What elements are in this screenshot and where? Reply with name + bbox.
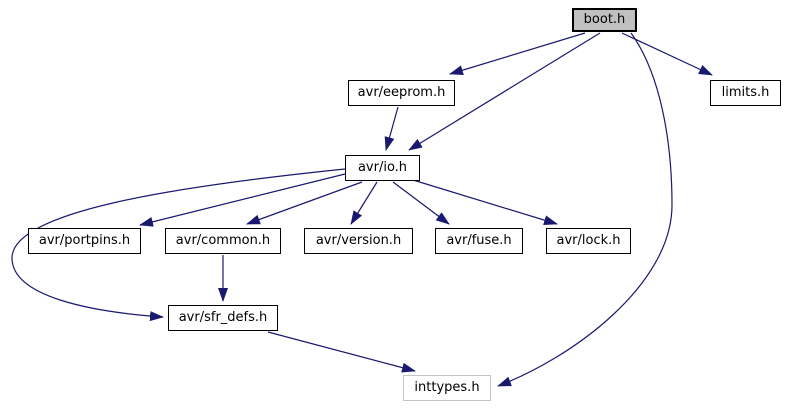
node-avr-lock-h[interactable]: avr/lock.h (546, 228, 631, 254)
edge-avr-io-h-to-avr-lock-h (412, 179, 558, 225)
node-limits-h[interactable]: limits.h (710, 80, 781, 106)
node-avr-io-h[interactable]: avr/io.h (345, 155, 420, 181)
edge-avr-io-h-to-avr-portpins-h (139, 173, 346, 227)
edge-avr-io-h-to-avr-common-h (246, 181, 363, 225)
edge-boot-h-to-avr-io-h (408, 32, 601, 151)
edge-avr-eeprom-h-to-avr-io-h (384, 106, 399, 151)
node-avr-portpins-h[interactable]: avr/portpins.h (28, 228, 141, 254)
node-avr-version-h[interactable]: avr/version.h (304, 228, 413, 254)
node-inttypes-h: inttypes.h (403, 375, 491, 401)
node-avr-common-h[interactable]: avr/common.h (165, 228, 281, 254)
node-avr-eeprom-h[interactable]: avr/eeprom.h (348, 80, 455, 106)
edge-avr-sfr-defs-h-to-inttypes-h (267, 331, 416, 373)
node-avr-sfr-defs-h[interactable]: avr/sfr_defs.h (168, 305, 278, 331)
node-avr-fuse-h[interactable]: avr/fuse.h (435, 228, 523, 254)
node-boot-h: boot.h (572, 8, 637, 32)
edge-boot-h-to-limits-h (621, 32, 713, 76)
edge-boot-h-to-avr-eeprom-h (449, 32, 586, 76)
edge-boot-h-to-inttypes-h (497, 32, 673, 387)
edge-avr-io-h-to-avr-fuse-h (392, 181, 450, 225)
edge-avr-io-h-to-avr-version-h (350, 181, 378, 225)
edge-avr-io-h-to-avr-sfr-defs-h (11, 168, 346, 322)
